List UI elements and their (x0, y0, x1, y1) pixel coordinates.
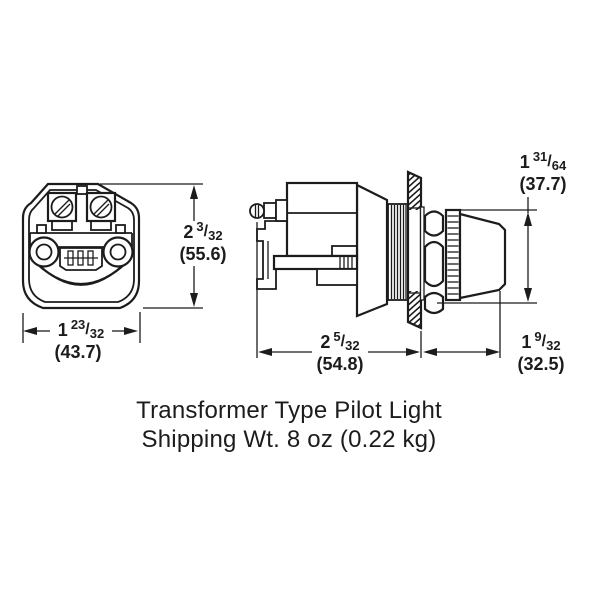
screw-slot (54, 199, 70, 215)
screw-terminal-left (46, 191, 78, 231)
screw-terminal-foot (90, 220, 112, 231)
side-terminal-bracket (256, 220, 287, 290)
dimension-text-metric: (32.5) (517, 354, 564, 374)
mounting-panel (406, 170, 423, 330)
arrowhead (406, 348, 420, 356)
side-flange-cone (355, 183, 389, 318)
arrowhead (190, 185, 198, 199)
side-screw-head (249, 203, 265, 219)
arrowhead (124, 327, 138, 335)
dimension-text-metric: (43.7) (54, 342, 101, 362)
caption-weight: Shipping Wt. 8 oz (0.22 kg) (141, 426, 437, 453)
arrowhead (23, 327, 37, 335)
front-smile-curve (29, 256, 133, 286)
arrowhead (423, 348, 437, 356)
side-lower-block (316, 268, 358, 286)
front-lamp-connector (59, 247, 103, 271)
lens-cone (458, 212, 507, 300)
side-body (285, 181, 359, 258)
dimension-text-metric: (37.7) (519, 174, 566, 194)
front-view (21, 182, 141, 310)
screw-slot (96, 203, 110, 217)
arrowhead (190, 293, 198, 307)
dimension-text-metric: (54.8) (316, 354, 363, 374)
arrowhead (258, 348, 272, 356)
arrowhead (524, 212, 532, 226)
arrowhead (524, 288, 532, 302)
arrowhead (486, 348, 500, 356)
side-threaded-stem (387, 203, 409, 301)
side-terminal-block (275, 199, 288, 222)
side-view (249, 170, 507, 330)
screw-terminal-foot (51, 220, 73, 231)
side-terminal-block (263, 202, 277, 219)
side-lower-bar (272, 254, 359, 271)
caption-title: Transformer Type Pilot Light (136, 397, 442, 424)
front-mounting-ring-right (102, 236, 134, 268)
knurled-ring (444, 208, 462, 302)
side-body-assembly (249, 181, 359, 290)
nut-washer (419, 206, 425, 301)
screw-terminal-right (85, 191, 117, 231)
front-inner-outline (28, 189, 135, 303)
dimension-text-metric: (55.6) (179, 244, 226, 264)
screw-slot (57, 203, 71, 217)
hex-nut (423, 210, 445, 315)
caption: Transformer Type Pilot Light Shipping Wt… (0, 396, 578, 454)
screw-slot (93, 199, 109, 215)
front-mounting-ring-left (28, 236, 60, 268)
